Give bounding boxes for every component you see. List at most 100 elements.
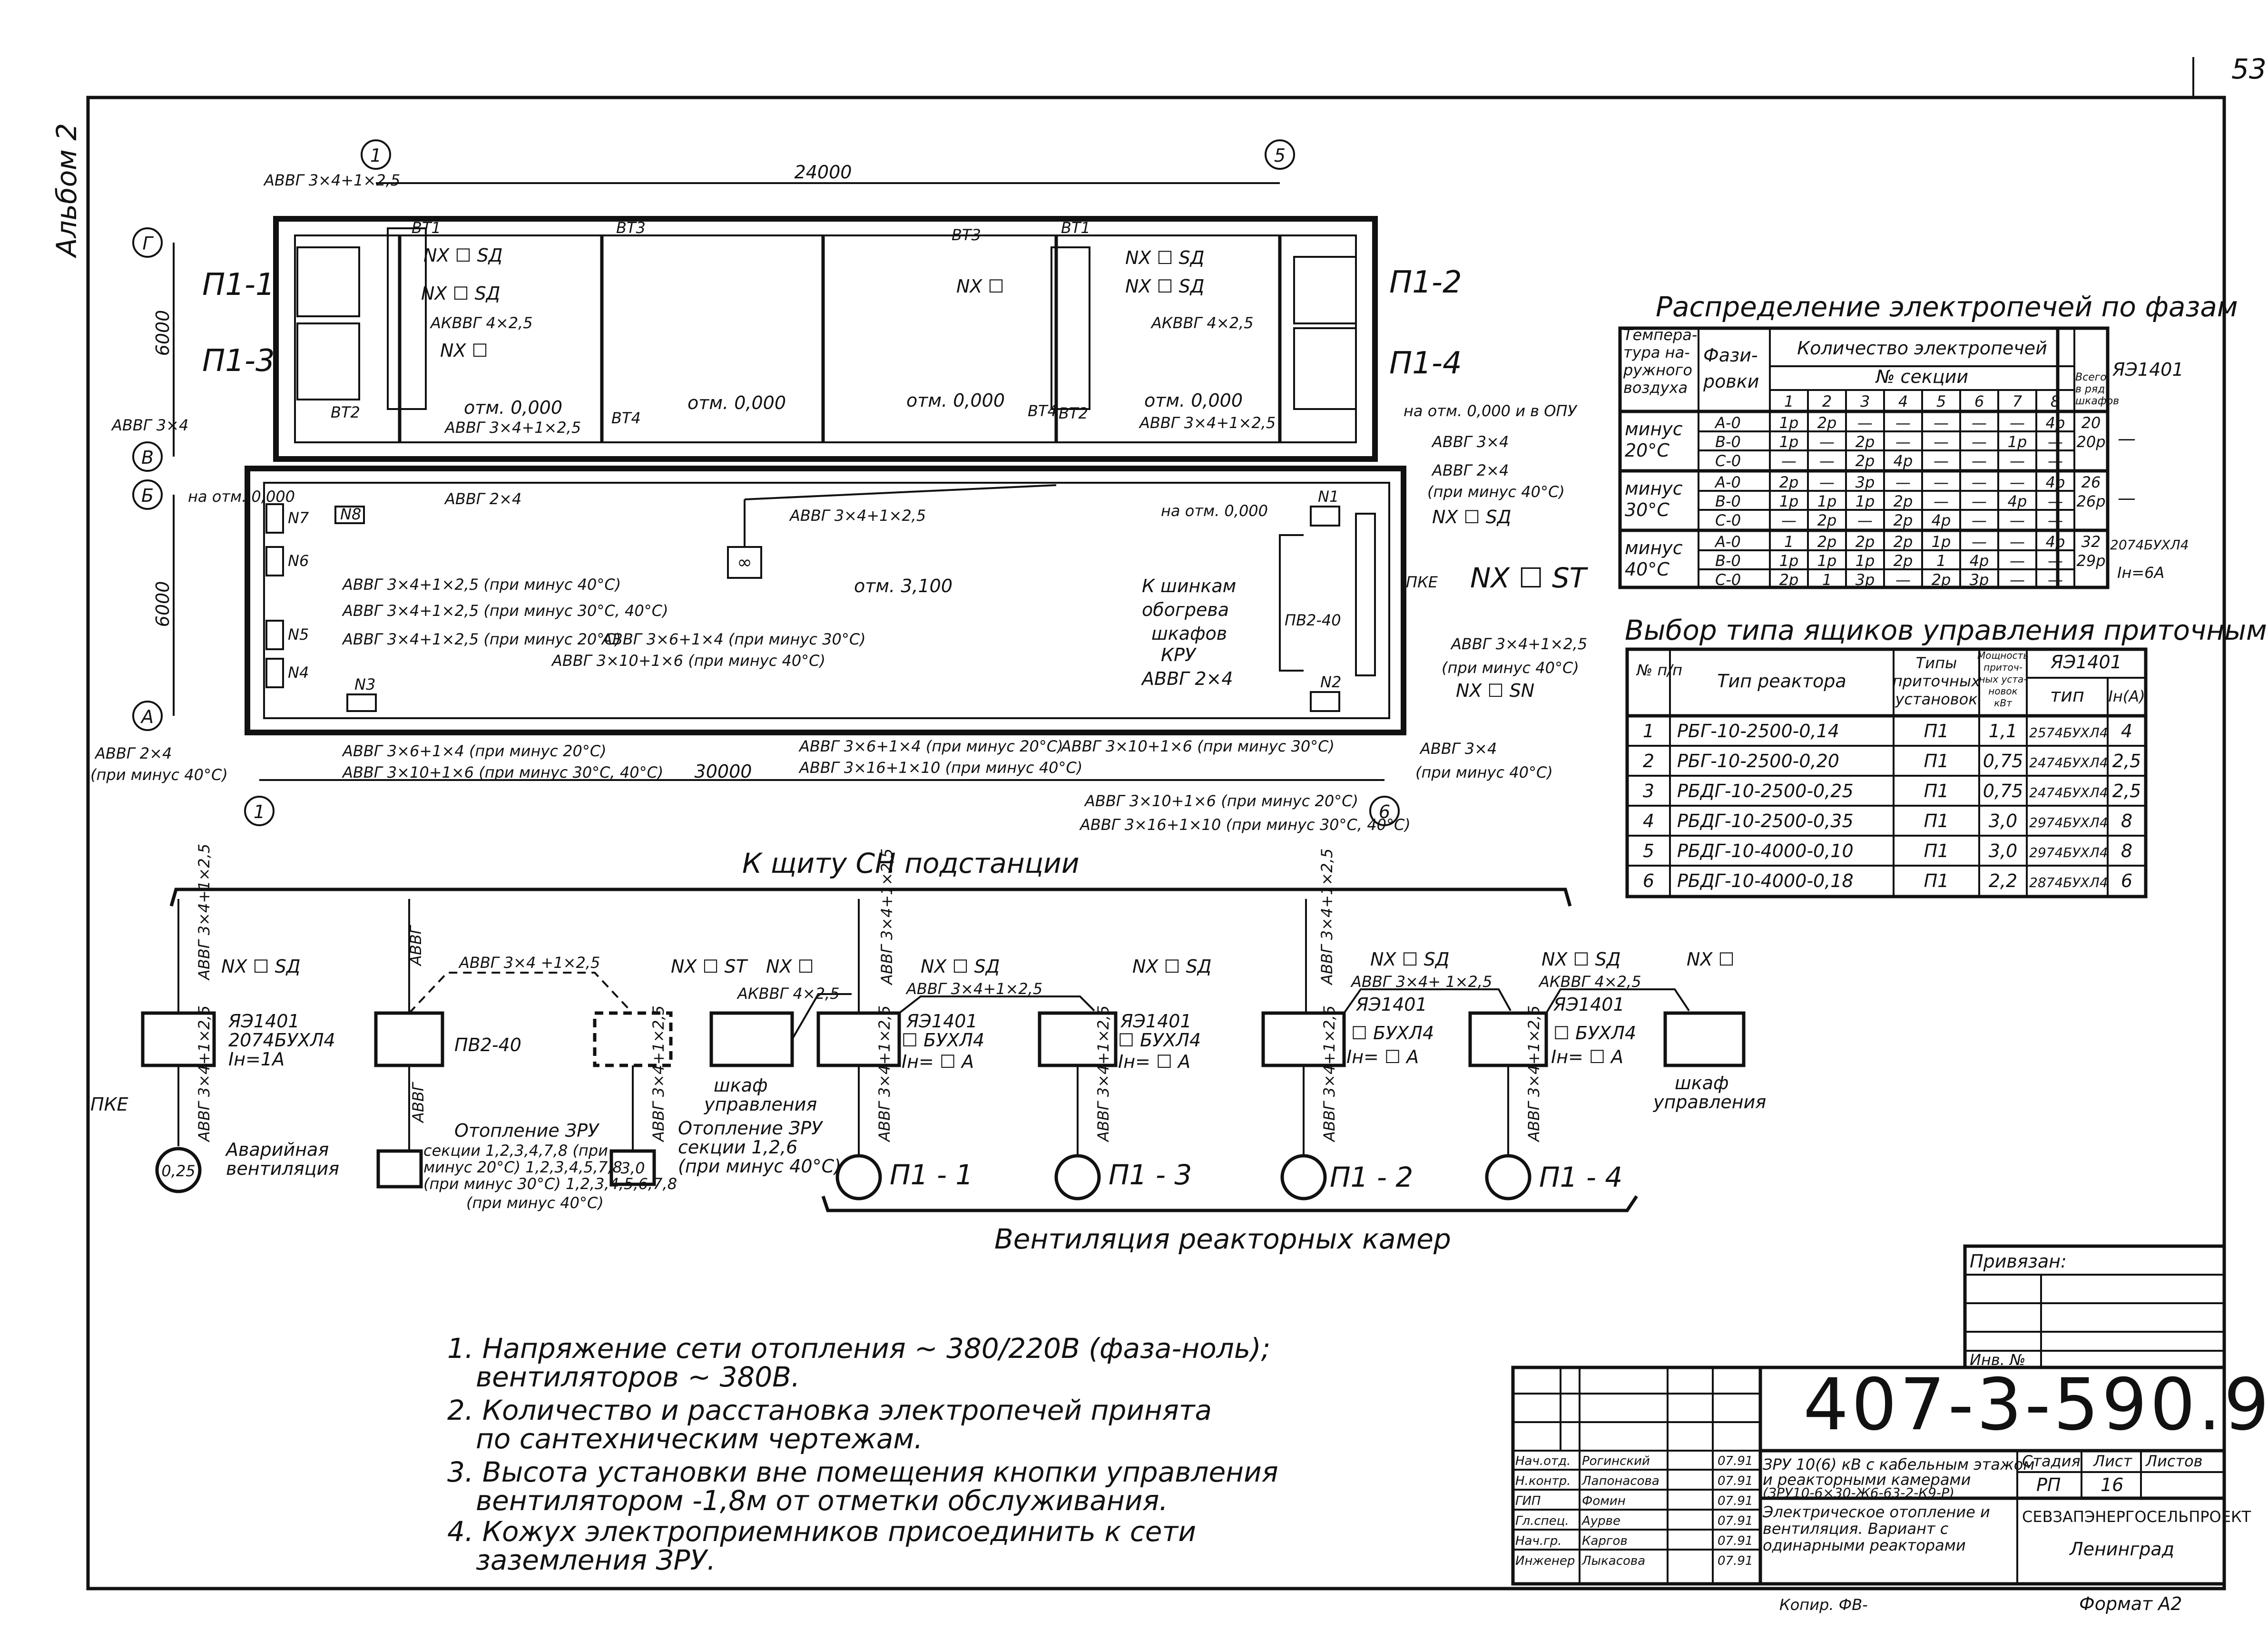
pt-cell: 2р — [1894, 552, 1913, 570]
pt-ya-h: ЯЭ1401 — [2112, 359, 2184, 380]
pt-cell: 4р — [2046, 473, 2065, 491]
phase-table: Распределение электропечей по фазам Темп… — [1618, 291, 2238, 589]
otm-left: отм. 0,000 — [464, 397, 562, 418]
note-1: 1. Напряжение сети отопления ~ 380/220В … — [447, 1332, 1270, 1365]
cable-c19: АВВГ 3×16+1×10 (при минус 40°С) — [798, 759, 1082, 777]
pt-ya: Iн=6А — [2117, 564, 2164, 582]
vt4-left: ВТ4 — [611, 409, 641, 427]
bt-type: РБДГ-10-4000-0,18 — [1677, 870, 1854, 891]
u1-nx: NX ☐ SД — [221, 956, 301, 977]
u8-load-icon — [1485, 1154, 1532, 1200]
stamp-code: 407-3-590.90-ЭП2 — [1803, 1364, 2268, 1446]
dim-left-top: 6000 — [152, 310, 173, 356]
u4-box — [709, 1011, 794, 1067]
bt-inst-h1: приточных — [1893, 672, 1981, 690]
nx-1: NX ☐ — [440, 340, 488, 361]
pt-temp: минус — [1625, 419, 1683, 439]
pt-temp-h3: воздуха — [1623, 379, 1688, 397]
u1-ya: ЯЭ1401 — [228, 1011, 300, 1032]
heater-n4: N4 — [288, 664, 309, 682]
bt-type: РБДГ-10-2500-0,35 — [1677, 810, 1854, 831]
bt-power: 3,0 — [1989, 810, 2017, 831]
vt4-right: ВТ4 — [1028, 402, 1057, 420]
cable-c16: АВВГ 3×10+1×6 (при минус 30°С, 40°С) — [342, 763, 663, 781]
u1-ya-type: 2074БУХЛ4 — [228, 1030, 335, 1051]
cable-c1: АВВГ 3×4+1×2,5 — [263, 171, 400, 189]
cable-c17: АВВГ 3×6+1×4 (при минус 20°С) — [798, 737, 1063, 755]
otm-mid1: отм. 0,000 — [687, 392, 786, 413]
u7-link — [1343, 988, 1512, 1014]
nx-sd-5: NX ☐ SД — [1432, 507, 1512, 527]
schematic-bottom-label: Вентиляция реакторных камер — [994, 1223, 1451, 1255]
stamp-format: Формат А2 — [2079, 1593, 2182, 1614]
axis-label-1: 1 — [370, 145, 382, 166]
pt-cell: — — [2010, 414, 2025, 432]
pt-cell: 3р — [1970, 571, 1989, 589]
pt-cell: — — [2010, 533, 2025, 551]
pt-cell: — — [1819, 433, 1835, 451]
pt-temp-h1: тура на- — [1623, 343, 1690, 361]
pt-phase: С-0 — [1715, 571, 1741, 589]
u2-dev: ПВ2-40 — [454, 1034, 521, 1055]
pt-total-h0: Всего — [2075, 371, 2107, 383]
u1-load — [155, 1147, 202, 1193]
sheet-frame — [86, 96, 2226, 1590]
bt-pw-h4: кВт — [1994, 697, 2013, 709]
bt-ya-i-h: Iн(А) — [2108, 687, 2145, 705]
u3-label-2: (при минус 40°С) — [678, 1156, 841, 1177]
bt-inst: П1 — [1924, 751, 1949, 771]
cable-c11: АВВГ 3×4+1×2,5 (при минус 20°С) — [342, 630, 621, 648]
pt-cell: — — [1895, 571, 1911, 589]
axis-label-5: 5 — [1274, 145, 1286, 166]
cable-c23b: (при минус 40°С) — [1442, 659, 1579, 677]
u2-label-1: секции 1,2,3,4,7,8 (при — [423, 1142, 608, 1160]
stamp-name: Аурве — [1581, 1514, 1620, 1528]
cable-c3: АВВГ 3×4+1×2,5 — [444, 419, 581, 437]
heater-n7: N7 — [288, 509, 309, 527]
pt-cell: 1 — [1822, 571, 1832, 589]
pt-cell: 2р — [1856, 452, 1875, 470]
heater-n2: N2 — [1320, 673, 1341, 691]
vt1-right: ВТ1 — [1061, 219, 1090, 237]
bt-pw-h3: новок — [1988, 685, 2017, 697]
u8-ya-type: ☐ БУХЛ4 — [1553, 1023, 1636, 1044]
u5-ya: ЯЭ1401 — [906, 1011, 978, 1032]
axis-label-1-bottom: 1 — [254, 801, 265, 822]
box-table: Выбор типа ящиков управления приточными … — [1625, 614, 2268, 898]
u6-ya: ЯЭ1401 — [1120, 1011, 1192, 1032]
bt-type-h: Тип реактора — [1717, 671, 1846, 692]
bt-ya-type-h: тип — [2050, 685, 2084, 706]
pt-phase-h0: Фази- — [1703, 345, 1758, 366]
stamp-role: ГИП — [1515, 1494, 1541, 1508]
pt-section-num: 4 — [1898, 392, 1908, 410]
bt-type: РБГ-10-2500-0,20 — [1677, 751, 1839, 771]
u5-link — [898, 995, 1095, 1014]
lower-building-wall — [245, 466, 1406, 735]
pt-section-num: 3 — [1860, 392, 1870, 410]
stamp-role: Нач.гр. — [1515, 1534, 1562, 1548]
pt-section-num: 1 — [1784, 392, 1794, 410]
pt-count-h: Количество электропечей — [1797, 338, 2047, 359]
u1-cable-bot: АВВГ 3×4+1×2,5 — [195, 1005, 213, 1142]
pt-cell: — — [1819, 452, 1835, 470]
pt-cell: — — [2048, 452, 2063, 470]
pt-cell: — — [2010, 452, 2025, 470]
u7-ya-type: ☐ БУХЛ4 — [1351, 1023, 1434, 1044]
pt-cell: — — [1857, 511, 1873, 529]
stamp-date: 07.91 — [1718, 1514, 1753, 1528]
cable-c20: АВВГ 3×10+1×6 (при минус 20°С) — [1084, 792, 1358, 810]
nx-sd-1: NX ☐ SД — [423, 245, 503, 266]
stamp-title2-1: вентиляция. Вариант с — [1763, 1520, 1949, 1538]
box-table-title: Выбор типа ящиков управления приточными … — [1625, 614, 2268, 646]
kru-note-1: К шинкам — [1142, 576, 1236, 596]
u8-load: П1 - 4 — [1539, 1161, 1622, 1193]
pt-cell: 3р — [1856, 473, 1875, 491]
bt-pw-h1: приточ- — [1983, 662, 2023, 673]
pt-cell: — — [2048, 492, 2063, 510]
pt-cell: 2р — [1779, 571, 1799, 589]
note-1b: вентиляторов ~ 380В. — [476, 1361, 800, 1393]
bt-ya-h: ЯЭ1401 — [2050, 652, 2122, 673]
heater-n5: N5 — [288, 625, 309, 644]
pt-section-num: 5 — [1936, 392, 1946, 410]
